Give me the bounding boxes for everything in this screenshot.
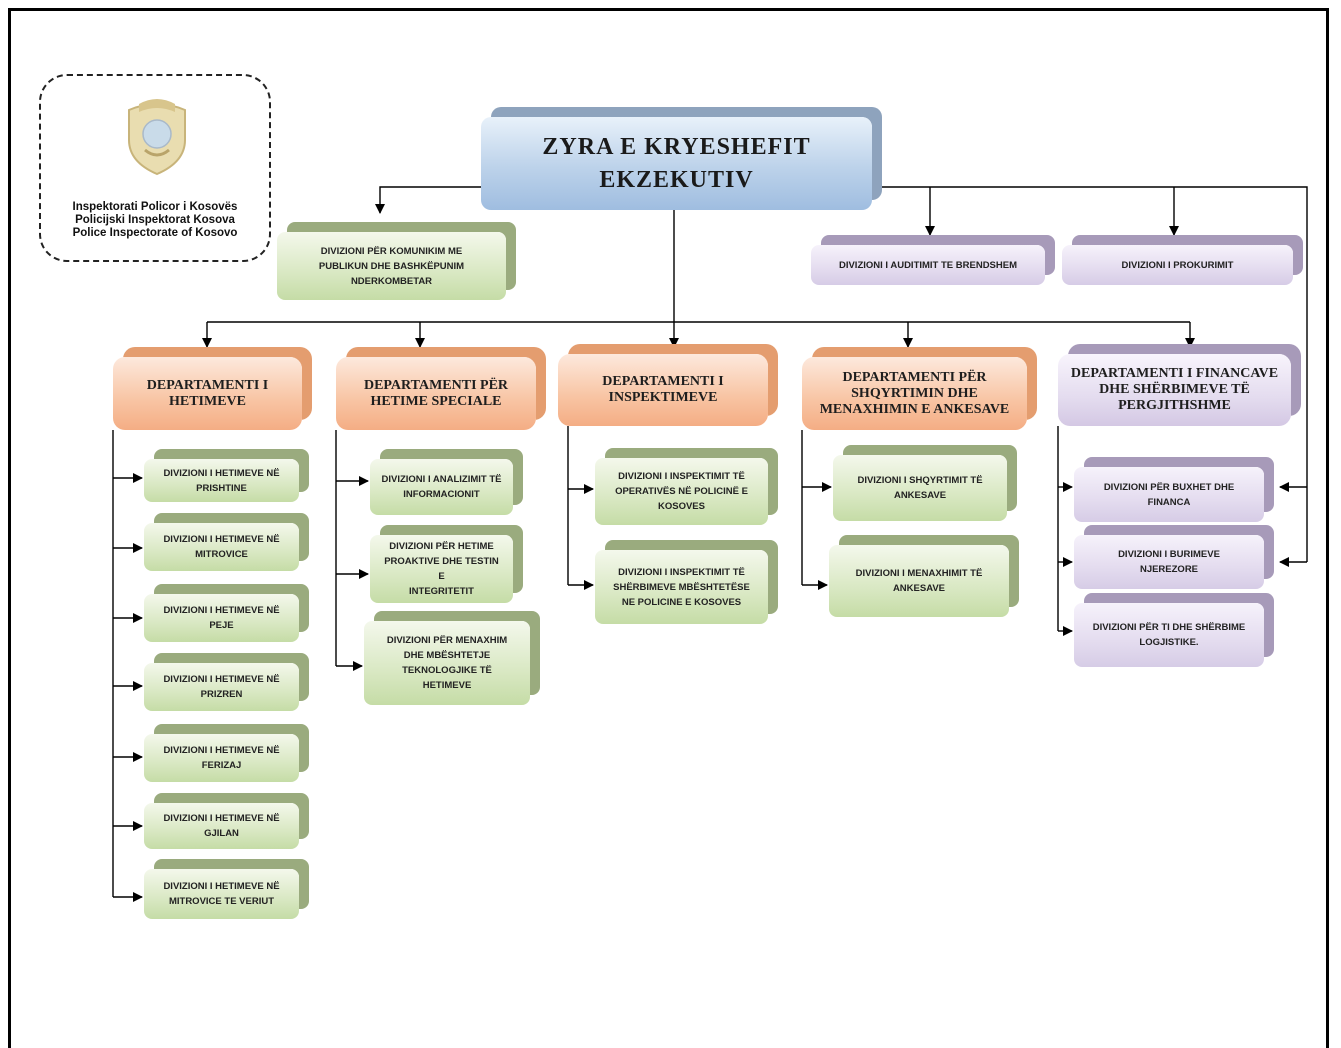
department-inspections: DEPARTAMENTI I INSPEKTIMEVE (558, 354, 768, 426)
division-communication: DIVIZIONI PËR KOMUNIKIM ME PUBLIKUN DHE … (277, 232, 506, 300)
department-special-investigations: DEPARTAMENTI PËR HETIME SPECIALE (336, 357, 536, 430)
department-finance-general-services: DEPARTAMENTI I FINANCAVE DHE SHËRBIMEVE … (1058, 354, 1291, 426)
executive-office-box: ZYRA E KRYESHEFIT EKZEKUTIV (481, 117, 872, 210)
executive-title-line1: ZYRA E KRYESHEFIT (542, 133, 811, 160)
executive-title-line2: EKZEKUTIV (599, 166, 754, 193)
page-frame (8, 8, 1329, 1048)
logo-panel: Inspektorati Policor i Kosovës Policijsk… (39, 74, 271, 262)
logo-line-albanian: Inspektorati Policor i Kosovës (72, 201, 238, 213)
connector-exec-right (872, 186, 1308, 562)
department-investigations: DEPARTAMENTI I HETIMEVE (113, 357, 302, 430)
division-procurement: DIVIZIONI I PROKURIMIT (1062, 245, 1293, 285)
logo-line-serbian: Policijski Inspektorat Kosova (75, 214, 235, 226)
department-complaints: DEPARTAMENTI PËR SHQYRTIMIN DHE MENAXHIM… (802, 357, 1027, 430)
connector-exec-communication (375, 186, 481, 214)
logo-caption: Inspektorati Policor i Kosovës Policijsk… (49, 201, 261, 240)
police-emblem-icon (128, 99, 186, 176)
logo-line-english: Police Inspectorate of Kosovo (72, 227, 238, 239)
division-internal-audit: DIVIZIONI I AUDITIMIT TE BRENDSHEM (811, 245, 1045, 285)
